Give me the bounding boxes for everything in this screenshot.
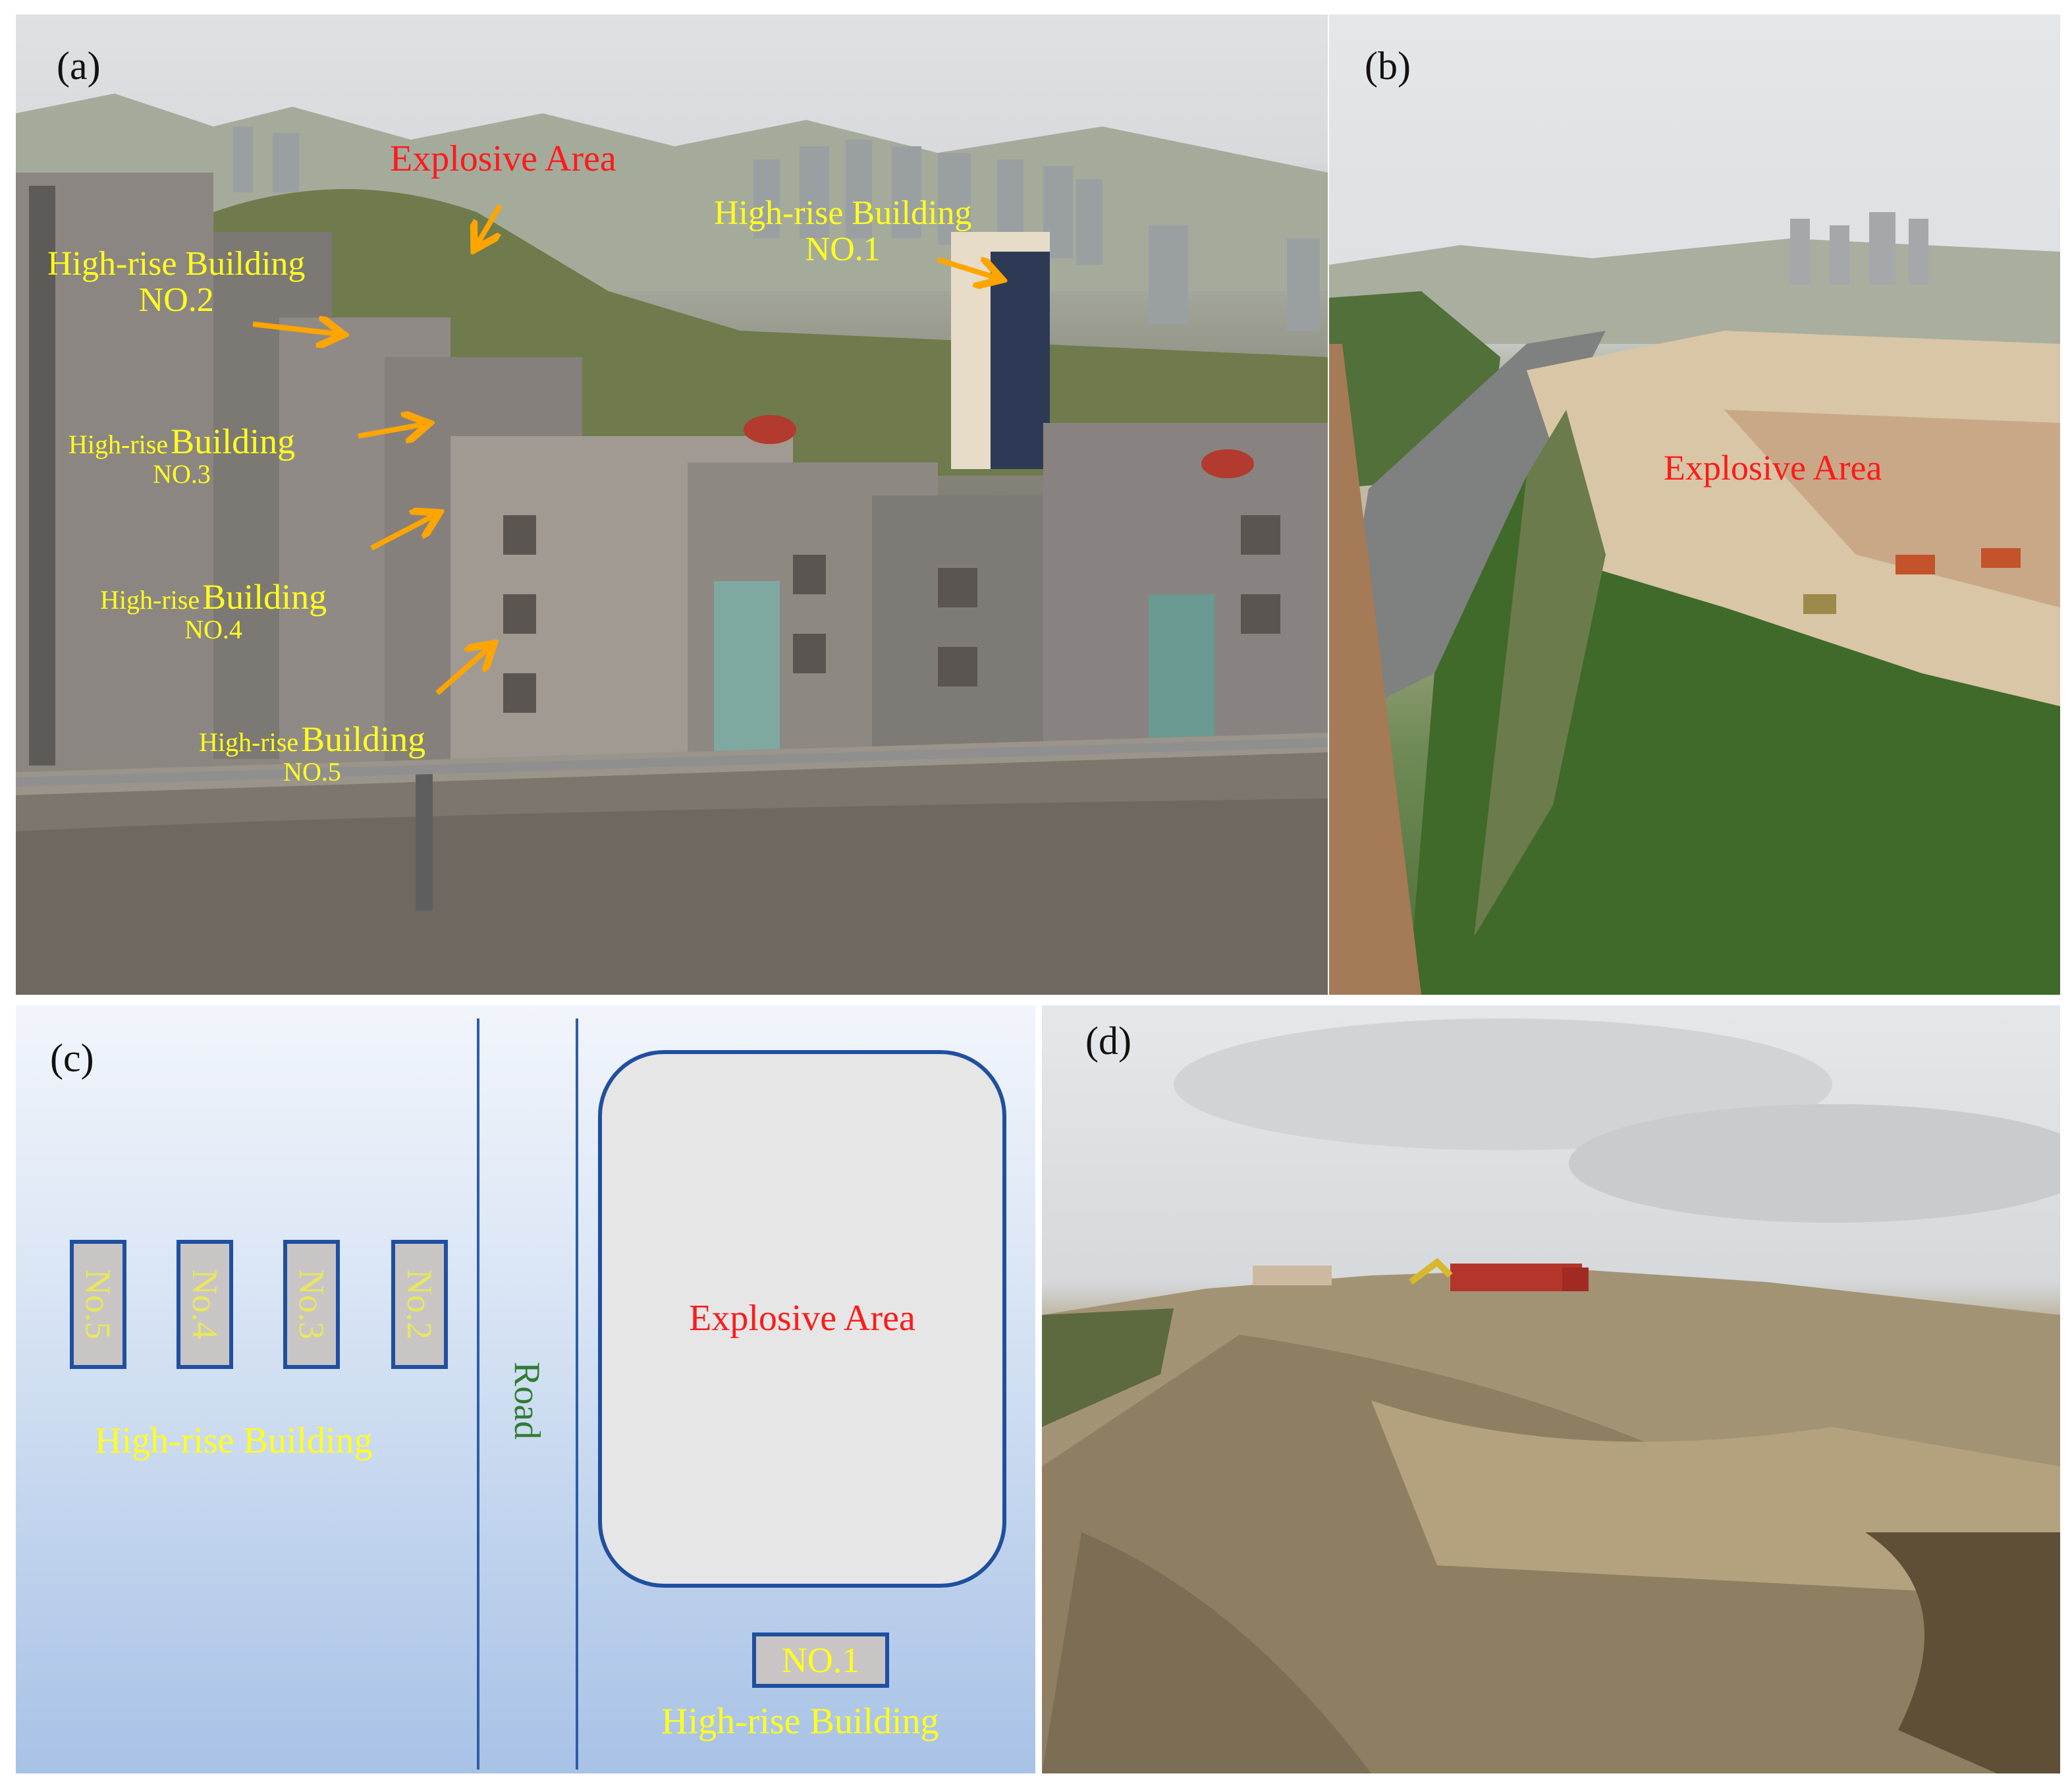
arrow-building-5 bbox=[435, 647, 490, 696]
building-3-word: Building bbox=[171, 422, 296, 461]
building-no1-label: NO.1 bbox=[781, 1640, 860, 1680]
explosive-area-box: Explosive Area bbox=[598, 1050, 1006, 1588]
building-4-label: High-rise Building NO.4 bbox=[100, 578, 327, 644]
building-4-word: Building bbox=[202, 577, 327, 617]
building-3-number: NO.3 bbox=[153, 459, 211, 489]
panel-a-scene bbox=[16, 94, 1328, 995]
building-1-number: NO.1 bbox=[805, 230, 881, 268]
building-3-prefix: High-rise bbox=[68, 430, 169, 459]
building-no3-label: No.3 bbox=[292, 1269, 331, 1340]
building-no2-label: No.2 bbox=[400, 1269, 439, 1340]
panel-a-photo: (a) Explosive Area High-rise Building NO… bbox=[16, 14, 1328, 995]
road-line-left bbox=[477, 1018, 479, 1770]
panel-c-label: (c) bbox=[50, 1036, 94, 1080]
panel-d-label: (d) bbox=[1085, 1019, 1131, 1063]
building-2-number: NO.2 bbox=[138, 281, 214, 319]
building-no4-label: No.4 bbox=[185, 1269, 225, 1340]
building-4-number: NO.4 bbox=[184, 614, 242, 644]
building-1-prefix: High-rise Building bbox=[714, 194, 972, 232]
arrow-explosive-area bbox=[477, 204, 503, 245]
panel-c-diagram: (c) No.5 No.4 No.3 No.2 High-rise Buildi… bbox=[16, 1005, 1035, 1773]
building-5-word: Building bbox=[301, 719, 426, 759]
building-5-label: High-rise Building NO.5 bbox=[199, 721, 425, 786]
panel-d-scene bbox=[1042, 1018, 2060, 1773]
explosive-area-label-a: Explosive Area bbox=[390, 138, 616, 179]
building-no4-box: No.4 bbox=[177, 1240, 233, 1369]
building-no2-box: No.2 bbox=[391, 1240, 448, 1369]
building-5-number: NO.5 bbox=[283, 756, 341, 787]
building-5-prefix: High-rise bbox=[199, 727, 299, 757]
panel-b-scene bbox=[1329, 212, 2060, 995]
arrow-building-4 bbox=[370, 515, 435, 551]
panel-b-photo: (b) Explosive Area bbox=[1329, 14, 2060, 995]
road-line-right bbox=[576, 1018, 578, 1770]
arrow-building-3 bbox=[358, 424, 424, 436]
building-no1-box: NO.1 bbox=[752, 1632, 889, 1688]
high-rise-left-label: High-rise Building bbox=[95, 1420, 373, 1461]
building-2-label: High-rise Building NO.2 bbox=[47, 246, 305, 318]
building-no3-box: No.3 bbox=[283, 1240, 340, 1369]
arrow-building-1 bbox=[937, 260, 997, 278]
panel-a-label: (a) bbox=[57, 44, 101, 88]
building-no5-label: No.5 bbox=[78, 1269, 118, 1340]
explosive-area-label-b: Explosive Area bbox=[1664, 448, 1882, 488]
panel-d-photo: (d) bbox=[1042, 1005, 2060, 1773]
building-3-label: High-rise Building NO.3 bbox=[68, 423, 295, 488]
arrow-overlay bbox=[252, 204, 1328, 696]
explosive-area-label-c: Explosive Area bbox=[689, 1298, 915, 1339]
building-4-prefix: High-rise bbox=[100, 585, 200, 615]
building-2-prefix: High-rise Building bbox=[47, 245, 306, 283]
building-1-label: High-rise Building NO.1 bbox=[714, 194, 972, 268]
panel-b-label: (b) bbox=[1365, 44, 1411, 88]
road-label-text: Road bbox=[506, 1361, 547, 1440]
road-label: Road bbox=[506, 1362, 548, 1439]
high-rise-right-label: High-rise Building bbox=[661, 1701, 939, 1742]
arrow-building-2 bbox=[252, 324, 339, 334]
building-no5-box: No.5 bbox=[70, 1240, 126, 1369]
